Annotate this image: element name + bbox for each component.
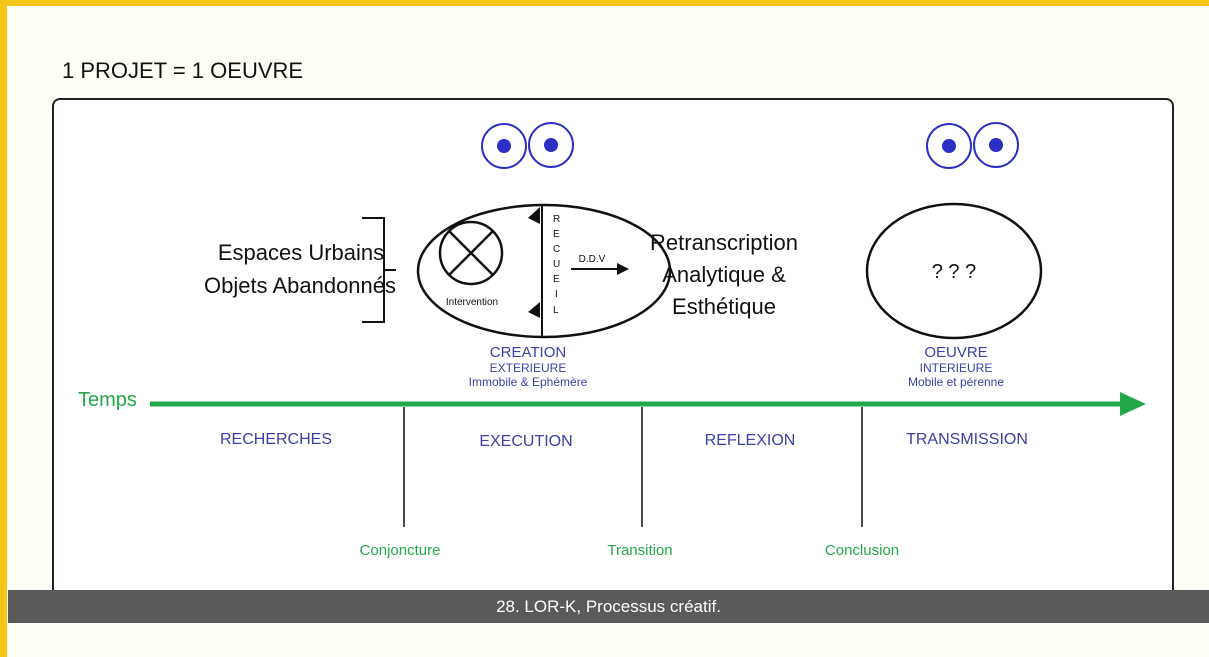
left-label-1: Espaces Urbains	[218, 240, 384, 265]
frame-left-border	[0, 0, 7, 657]
oeuvre-sub: INTERIEURE	[920, 361, 993, 375]
milestone-conjoncture: Conjoncture	[360, 542, 441, 559]
creation-title: CREATION	[490, 344, 566, 361]
svg-text:I: I	[555, 289, 558, 300]
phase-transmission: TRANSMISSION	[906, 431, 1028, 448]
middle-text-3: Esthétique	[672, 294, 776, 319]
svg-text:U: U	[553, 259, 560, 270]
diagram-canvas: Espaces Urbains Objets Abandonnés Interv…	[78, 122, 1146, 559]
page-title: 1 PROJET = 1 OEUVRE	[62, 58, 304, 83]
oeuvre-question-marks: ? ? ?	[932, 261, 976, 283]
frame-top-border	[0, 0, 1209, 6]
svg-text:E: E	[553, 229, 560, 240]
ddv-label: D.D.V	[579, 254, 606, 265]
creation-sub: EXTERIEURE	[490, 361, 567, 375]
phase-execution: EXECUTION	[479, 433, 572, 450]
intervention-label: Intervention	[446, 297, 498, 308]
milestone-transition: Transition	[607, 542, 672, 559]
eyes-icon-left	[481, 122, 574, 169]
process-diagram: Espaces Urbains Objets Abandonnés Interv…	[52, 98, 1174, 620]
phase-dividers	[403, 407, 863, 527]
creation-detail: Immobile & Ephémère	[469, 375, 588, 389]
ddv-arrow	[571, 263, 629, 275]
timeline-label: Temps	[78, 389, 137, 411]
milestone-conclusion: Conclusion	[825, 542, 899, 559]
oeuvre-ellipse	[865, 202, 1043, 340]
creation-ellipse	[416, 203, 672, 339]
eyes-icon-right	[926, 122, 1019, 169]
timeline-arrow	[150, 392, 1146, 416]
phase-recherches: RECHERCHES	[220, 431, 332, 448]
middle-text-2: Analytique &	[662, 262, 786, 287]
svg-text:E: E	[553, 274, 560, 285]
svg-text:R: R	[553, 214, 560, 225]
middle-text-1: Retranscription	[650, 230, 798, 255]
recueil-letters: R E C U E I L	[553, 214, 560, 316]
oeuvre-detail: Mobile et pérenne	[908, 375, 1004, 389]
phase-reflexion: REFLEXION	[705, 432, 796, 449]
svg-text:C: C	[553, 244, 560, 255]
caption-bar: 28. LOR-K, Processus créatif.	[8, 590, 1209, 623]
figure-caption: 28. LOR-K, Processus créatif.	[496, 597, 721, 616]
oeuvre-title: OEUVRE	[924, 344, 987, 361]
intervention-cross-icon	[438, 220, 504, 286]
left-label-2: Objets Abandonnés	[204, 273, 396, 298]
svg-text:L: L	[553, 305, 559, 316]
bracket	[362, 217, 396, 323]
